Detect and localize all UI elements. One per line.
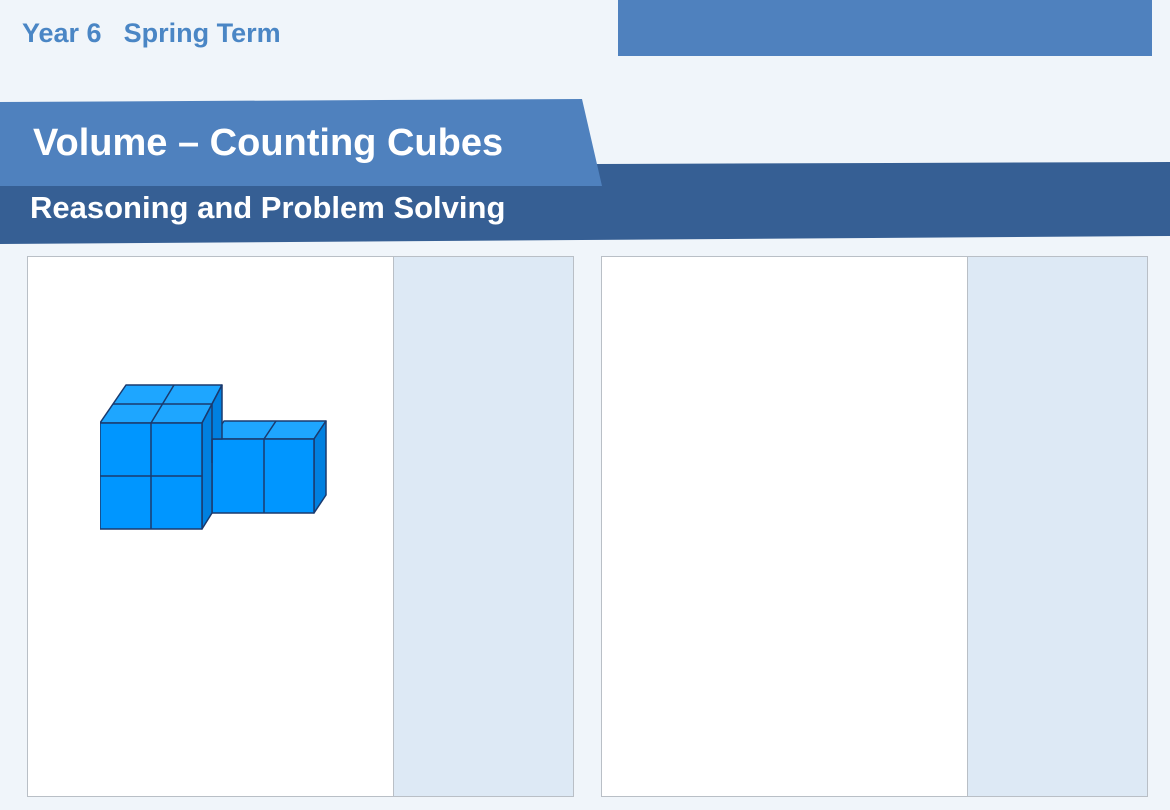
wing-front-face (211, 438, 315, 514)
answer-panel-left (393, 257, 573, 796)
title-band (0, 99, 602, 186)
header-bar (618, 0, 1152, 56)
title-banner (0, 99, 1170, 244)
answer-panel-right (967, 257, 1147, 796)
year-term-label: Year 6 Spring Term (22, 18, 281, 49)
year-label: Year 6 (22, 18, 102, 48)
question-card-left (27, 256, 574, 797)
cube-shape-figure (100, 384, 327, 530)
wing-top-face (211, 420, 327, 440)
subtitle-band (0, 162, 1170, 244)
page-subtitle: Reasoning and Problem Solving (30, 190, 506, 225)
question-card-right (601, 256, 1148, 797)
page-title: Volume – Counting Cubes (33, 122, 504, 164)
term-label: Spring Term (123, 18, 281, 48)
